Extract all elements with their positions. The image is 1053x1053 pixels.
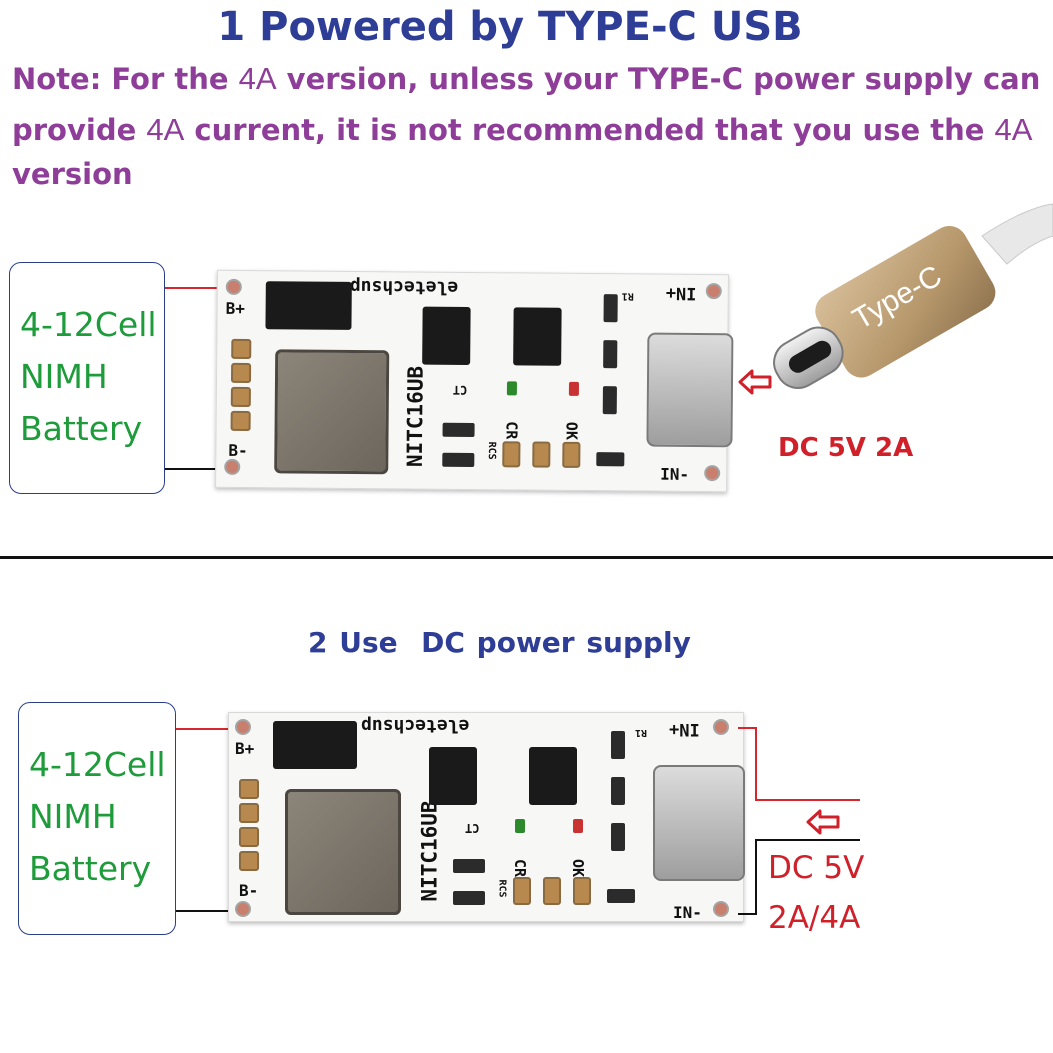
label-r1-2: R1 [635,727,648,738]
arrow-left-icon [738,369,772,395]
diode-chip [265,281,352,330]
cap-pad-2 [230,362,252,384]
cap-pad-2-2 [239,803,259,823]
label-ct: CT [452,382,468,397]
section2-title: 2 Use DC power supply [308,626,691,659]
smd-pad-3 [562,441,581,468]
battery-label: Battery [20,409,143,448]
inductor-coil-2 [285,789,401,915]
smd-pad-2-3 [573,877,591,905]
cap-pad-1 [231,338,252,360]
note-line-1: Note: For the 4A version, unless your TY… [12,61,1041,96]
pad-b-minus-2 [235,901,251,917]
battery-box-1: 4-12Cell NIMH Battery [9,262,165,494]
battery-cells-label-2: 4-12Cell [29,745,166,784]
battery-positive-wire-2 [176,728,238,730]
smd-pad-1 [502,441,521,468]
smd-part-3 [602,386,617,415]
label-b-plus-2: B+ [235,739,255,758]
battery-cells-label: 4-12Cell [20,305,157,344]
note-line-3: version [12,157,133,191]
label-rcs-2: RCS [496,879,508,898]
smd-part-2-2 [611,777,625,805]
label-b-minus-2: B- [239,881,259,900]
resistor-2-2 [453,891,485,905]
pad-in-minus-2 [713,901,729,917]
smd-pad-2-2 [543,877,561,905]
ic-chip-2-2 [529,747,577,805]
charger-board-1: B+ B- IN+ IN- eletechsup NITC16UB CT CR … [215,269,734,493]
supply-label-1: DC 5V 2A [778,433,914,463]
section-divider [0,556,1053,559]
pad-b-plus [225,278,242,295]
resistor-1 [442,422,475,438]
supply-voltage-label-2: DC 5V [768,850,865,886]
label-cr: CR [502,421,521,440]
smd-part-2 [603,340,618,369]
cap-pad-4 [230,410,251,432]
battery-positive-wire-1 [165,287,233,289]
resistor-2 [442,452,475,468]
label-in-plus-2: IN+ [669,719,700,739]
supply-current-label-2: 2A/4A [768,900,861,936]
usb-c-socket-2 [653,765,745,881]
cap-pad-2-4 [239,851,259,871]
label-r1: R1 [621,290,634,302]
pad-b-minus [224,458,241,475]
battery-negative-wire-2 [176,910,238,912]
pad-b-plus-2 [235,719,251,735]
ic-chip-1 [422,306,471,365]
battery-negative-wire-1 [165,468,233,470]
pad-in-minus [704,465,721,482]
model-label: NITC16UB [402,365,428,468]
label-ok: OK [562,421,581,440]
label-b-plus: B+ [225,298,245,319]
label-ct-2: CT [465,821,480,835]
label-cr-2: CR [511,858,530,878]
brand-label: eletechsup [349,275,459,298]
label-b-minus: B- [228,440,248,461]
smd-part-4 [596,452,625,467]
ok-led [568,381,579,396]
battery-type-label: NIMH [20,357,108,396]
note-line-2: provide 4A current, it is not recommende… [12,112,1033,147]
brand-label-2: eletechsup [361,715,470,736]
section1-title: 1 Powered by TYPE-C USB [217,4,803,50]
battery-type-label-2: NIMH [29,797,117,836]
smd-part-2-1 [611,731,625,759]
cap-pad-3 [230,386,251,408]
diode-chip-2 [273,721,357,769]
type-c-plug-icon: Type-C [773,203,1053,389]
inductor-coil [274,349,390,475]
dc-supply-wiring [738,727,860,915]
label-ok-2: OK [569,858,588,878]
cr-led [506,381,517,396]
charger-board-2: B+ B- IN+ IN- eletechsup NITC16UB CT CR … [228,712,745,922]
label-in-plus: IN+ [665,282,697,303]
smd-part-2-4 [607,889,635,903]
cap-pad-2-1 [239,779,259,799]
cr-led-2 [515,819,525,833]
battery-box-2: 4-12Cell NIMH Battery [18,702,176,935]
model-label-2: NITC16UB [417,800,442,902]
label-rcs: RCS [485,441,498,460]
pad-in-plus [705,283,722,300]
ok-led-2 [573,819,583,833]
battery-label-2: Battery [29,849,152,888]
ic-chip-2-1 [429,747,477,805]
pad-in-plus-2 [713,719,729,735]
label-in-minus-2: IN- [673,903,702,922]
arrow-left-icon-2 [806,809,840,835]
smd-pad-2-1 [513,877,531,905]
usb-c-socket-1 [646,332,734,448]
smd-part-1 [603,294,618,323]
ic-chip-2 [513,307,562,366]
label-in-minus: IN- [660,464,690,484]
resistor-2-1 [453,859,485,873]
cap-pad-2-3 [239,827,259,847]
smd-pad-2 [532,441,551,468]
smd-part-2-3 [611,823,625,851]
